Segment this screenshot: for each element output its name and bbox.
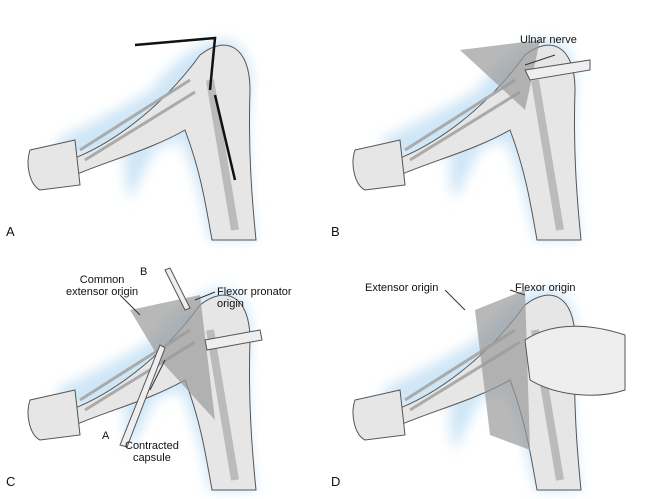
exposed-muscle — [460, 40, 540, 110]
label-retractor-b: B — [140, 266, 148, 278]
label-line: capsule — [132, 452, 171, 464]
label-retractor-a: A — [102, 430, 110, 442]
retractor-a — [119, 344, 166, 448]
label-line: extensor origin — [66, 286, 139, 298]
retractor-b — [164, 267, 191, 311]
panel-letter: B — [331, 224, 340, 239]
retractor — [524, 59, 591, 81]
gloved-hand — [524, 325, 626, 396]
incision-line — [134, 36, 237, 181]
exposed-muscle — [130, 295, 215, 420]
panel-letter: C — [6, 474, 16, 489]
label-ulnar-nerve: Ulnar nerve — [520, 34, 577, 46]
label-extensor-origin: Extensor origin — [365, 282, 439, 294]
label-line: Contracted — [125, 440, 179, 452]
released-muscle — [475, 290, 530, 450]
panel-a: A — [0, 0, 325, 249]
arm-illustration-incision — [0, 0, 325, 249]
label-flexor-origin: Flexor origin — [515, 282, 576, 294]
label-line: Flexor pronator — [217, 286, 292, 298]
label-line: Common — [79, 274, 125, 286]
label-line: origin — [217, 298, 244, 310]
arm-illustration-ulnar-nerve — [325, 0, 591, 249]
leader-lines — [444, 289, 526, 311]
panel-letter: A — [6, 224, 15, 239]
leader-lines — [119, 291, 216, 391]
arm-illustration-release — [325, 250, 626, 499]
panel-b: Ulnar nerve B — [325, 0, 650, 249]
panel-d: Extensor origin Flexor origin D — [325, 250, 650, 499]
retractor — [204, 329, 263, 351]
arm-illustration-capsule — [0, 267, 263, 499]
leader-line — [524, 54, 556, 66]
panel-letter: D — [331, 474, 341, 489]
